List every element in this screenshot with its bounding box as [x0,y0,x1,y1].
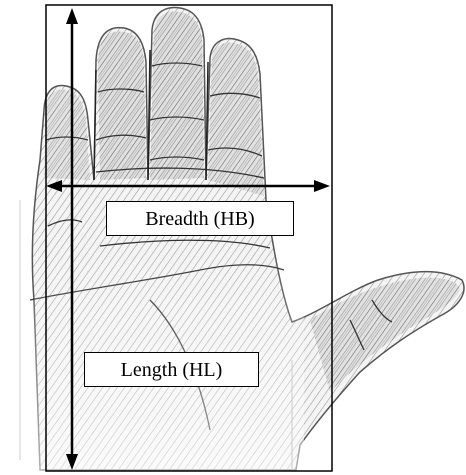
hand-drawing [30,8,464,475]
breadth-label: Breadth (HB) [106,201,294,236]
length-label: Length (HL) [84,352,259,387]
